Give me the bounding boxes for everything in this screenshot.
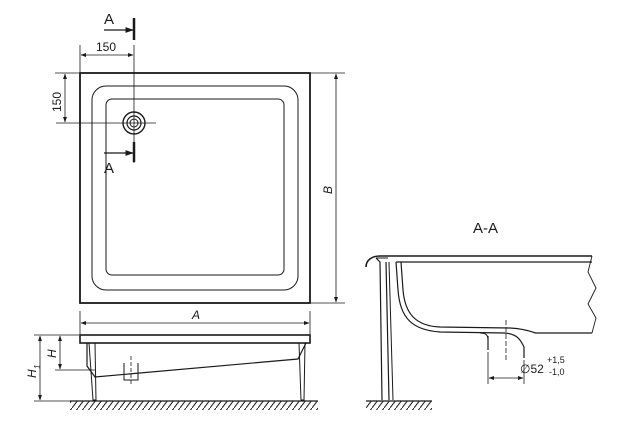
dim-height-total-label: H 1 [25,365,42,378]
section-marker-bottom: A [104,160,114,177]
dim-drain-offset-x-label: 150 [96,40,116,54]
section-view [365,255,597,402]
tray-side-rim [79,334,311,344]
section-marker-top: A [104,11,114,28]
dim-drain-diameter: ∅52 [520,362,544,376]
dim-width-label: A [191,308,200,322]
front-elevation [34,311,318,402]
section-cut-markers [104,18,136,162]
dim-drain-offset-y-label: 150 [50,92,64,112]
dim-height-total-subscript: 1 [33,365,42,369]
tray-basin-outline [105,98,285,276]
dim-drain-tol-upper: +1,5 [547,355,565,365]
dim-drain-diameter-label: ∅52 +1,5 -1,0 [520,355,565,377]
dim-height-total-letter: H [25,369,39,378]
dim-height-label: H [45,349,59,358]
dim-depth [311,72,345,304]
floor-hatch-section [366,401,432,410]
dim-drain-offset-x [79,45,134,72]
dim-drain-tol-lower: -1,0 [549,367,565,377]
floor-hatch-front [70,401,318,410]
tray-outer-outline [79,72,311,304]
tray-rim-inner [91,85,299,291]
dim-depth-label: B [321,186,335,194]
section-title: A-A [473,220,498,237]
plan-view [56,45,311,304]
dim-drain-offset-y [55,72,79,123]
